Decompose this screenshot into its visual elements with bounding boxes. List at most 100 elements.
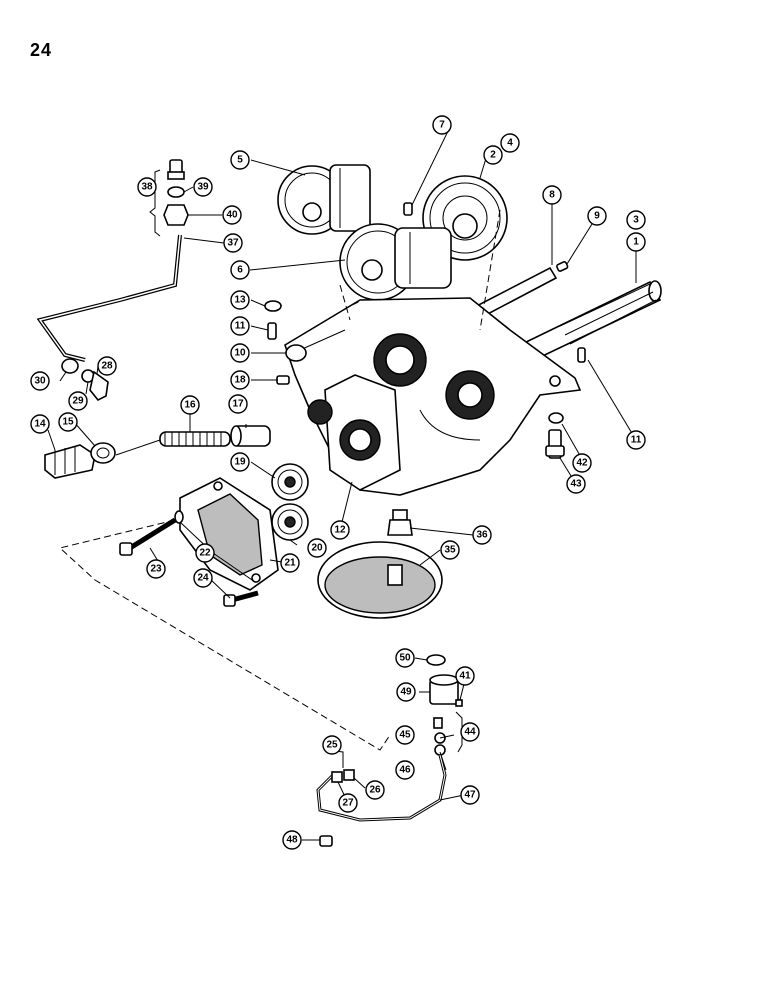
svg-text:9: 9 (594, 211, 600, 222)
svg-text:12: 12 (334, 525, 346, 536)
callout-41: 41 (455, 666, 475, 686)
callout-15: 15 (58, 412, 78, 432)
callout-28: 28 (97, 356, 117, 376)
callout-35: 35 (440, 540, 460, 560)
svg-text:30: 30 (34, 376, 46, 387)
callout-18: 18 (230, 370, 250, 390)
svg-text:29: 29 (72, 396, 84, 407)
svg-text:39: 39 (197, 182, 209, 193)
clip-48-drawing (319, 835, 333, 847)
callout-13: 13 (230, 290, 250, 310)
svg-text:22: 22 (199, 548, 211, 559)
callout-27: 27 (338, 793, 358, 813)
fitting-38-drawing (167, 159, 185, 180)
callout-9: 9 (587, 206, 607, 226)
pump-gear-19-drawing (271, 463, 309, 501)
svg-text:16: 16 (184, 400, 196, 411)
leader-lines (47, 124, 637, 841)
callout-39: 39 (193, 177, 213, 197)
ring-39-drawing (167, 186, 185, 198)
callout-36: 36 (472, 525, 492, 545)
ring-50-drawing (426, 654, 446, 666)
callout-11-right: 11 (626, 430, 646, 450)
svg-text:38: 38 (141, 182, 153, 193)
svg-text:2: 2 (490, 150, 496, 161)
callout-4: 4 (500, 133, 520, 153)
svg-text:11: 11 (631, 435, 642, 446)
callout-5: 5 (230, 150, 250, 170)
callout-7: 7 (432, 115, 452, 135)
pin-7-drawing (403, 202, 413, 216)
callout-37: 37 (223, 233, 243, 253)
callout-21: 21 (280, 553, 300, 573)
pin-11-right-drawing (577, 347, 586, 363)
svg-text:50: 50 (399, 653, 411, 664)
svg-text:15: 15 (62, 417, 74, 428)
svg-text:49: 49 (400, 687, 412, 698)
svg-text:44: 44 (464, 727, 476, 738)
svg-text:35: 35 (444, 545, 456, 556)
callout-6: 6 (230, 260, 250, 280)
callout-14: 14 (30, 414, 50, 434)
callout-29: 29 (68, 391, 88, 411)
callout-43: 43 (566, 474, 586, 494)
screen-35-drawing (317, 541, 443, 619)
plug-14-drawing (44, 444, 96, 479)
svg-text:48: 48 (286, 835, 298, 846)
callout-3: 3 (626, 210, 646, 230)
callout-42: 42 (572, 453, 592, 473)
callout-40: 40 (222, 205, 242, 225)
pin-18-drawing (276, 375, 290, 385)
gasket-15-drawing (90, 442, 116, 464)
callout-46: 46 (395, 760, 415, 780)
svg-text:23: 23 (150, 564, 162, 575)
plunger-17-drawing (230, 425, 271, 447)
svg-text:26: 26 (369, 785, 381, 796)
page-number: 24 (30, 40, 53, 60)
svg-text:37: 37 (227, 238, 239, 249)
spring-16-drawing (159, 431, 231, 447)
washer-22-drawing (174, 510, 184, 524)
oil-line-37-drawing (36, 234, 182, 362)
callout-19: 19 (230, 452, 250, 472)
svg-text:8: 8 (549, 190, 555, 201)
callout-45: 45 (395, 725, 415, 745)
svg-text:4: 4 (507, 138, 513, 149)
svg-text:13: 13 (234, 295, 246, 306)
pump-housing-drawing (284, 297, 582, 496)
svg-text:10: 10 (234, 348, 246, 359)
bolt-23-drawing (119, 517, 177, 556)
svg-text:27: 27 (342, 798, 354, 809)
washer-42-drawing (548, 412, 564, 424)
ball-41-drawing (455, 699, 463, 707)
callout-38: 38 (137, 177, 157, 197)
svg-text:21: 21 (284, 558, 296, 569)
bolt-24-drawing (223, 590, 259, 607)
svg-text:46: 46 (399, 765, 411, 776)
nut-40-drawing (163, 204, 189, 226)
svg-text:42: 42 (576, 458, 588, 469)
callout-8: 8 (542, 185, 562, 205)
callout-30: 30 (30, 371, 50, 391)
gear-6-drawing (339, 223, 452, 301)
svg-text:40: 40 (226, 210, 238, 221)
callout-11-left: 11 (230, 316, 250, 336)
callout-16: 16 (180, 395, 200, 415)
callout-1: 1 (626, 232, 646, 252)
svg-text:6: 6 (237, 265, 243, 276)
cover-21-drawing (179, 477, 279, 591)
bolt-43-drawing (545, 429, 565, 459)
sleeve-30-drawing (61, 358, 79, 374)
filter-49-drawing (429, 674, 459, 705)
pin-11-left-drawing (267, 322, 277, 340)
callout-12: 12 (330, 520, 350, 540)
connector-28-drawing (89, 370, 109, 402)
fitting-36-drawing (387, 509, 413, 536)
svg-text:17: 17 (232, 399, 244, 410)
fitting-25-drawing (331, 769, 355, 783)
svg-text:25: 25 (326, 740, 338, 751)
svg-text:3: 3 (633, 215, 639, 226)
svg-text:36: 36 (476, 530, 488, 541)
callout-22: 22 (195, 543, 215, 563)
